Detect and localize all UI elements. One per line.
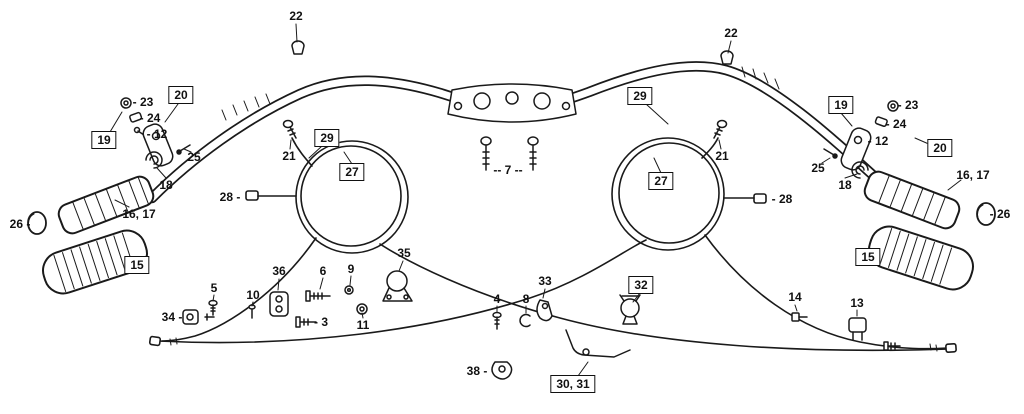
part-callout-24-4: - 24 [139,111,161,125]
part-callout-24-23: - 24 [885,117,907,131]
part-callout-32-45: 32 [628,276,654,294]
left-cable-end [148,335,162,347]
part-callout-5-31: 5 [210,281,218,295]
part-callout-6-35: 6 [319,264,327,278]
part-callout-20-3: 20 [168,86,194,104]
right-bar-bolt [720,50,734,65]
part-callout-26-10: 26 - [9,217,31,231]
bottom-hardware [182,270,901,380]
right-cable-nipple [753,193,767,204]
right-rubber-grip [868,225,974,291]
bracket-strap [565,329,631,358]
part-callout-15-11: 15 [124,256,150,274]
lever [536,299,553,322]
part-callout-30-31-44: 30, 31 [550,375,596,393]
left-bar-bolt [291,40,305,55]
leader-lines [109,23,962,377]
knurl-marks-right [741,66,780,90]
left-rubber-grip [42,229,148,295]
left-control-parts [120,40,305,169]
center-clamp [447,83,577,123]
part-callout-19-6: 19 [91,131,117,149]
part-callout-25-7: 25 [187,150,201,164]
part-callout-8-42: 8 [522,292,530,306]
part-callout-14-46: 14 [788,290,802,304]
part-callout-19-21: 19 [828,96,854,114]
cable-runs [148,137,957,354]
grommet [491,361,513,380]
part-callout-7-16: -- 7 -- [493,163,523,177]
part-callout-3-37: - 3 [313,315,329,329]
part-callout-23-2: - 23 [132,95,154,109]
left-cable-coil [295,140,409,254]
part-callout-18-27: 18 [838,178,852,192]
part-callout-20-25: 20 [927,139,953,157]
c-clip [519,313,531,328]
part-callout-23-22: - 23 [897,98,919,112]
part-callout-33-40: 33 [538,274,552,288]
part-callout-34-32: 34 - [161,310,183,324]
part-callout-36-33: 36 [272,264,286,278]
part-callout-27-14: 27 [339,163,365,181]
part-callout-11-38: 11 [356,318,370,332]
left-grip-sleeve [57,175,155,235]
part-callout-22-0: 22 [289,9,303,23]
clamp-screws [480,136,539,171]
part-callout-28-20: - 28 [771,192,793,206]
knurl-marks-left [221,93,271,121]
left-cable-nipple [245,190,259,201]
part-callout-12-24: - 12 [867,134,889,148]
part-callout-35-39: 35 [397,246,411,260]
part-callout-4-41: 4 [493,292,501,306]
part-callout-16-17-9: 16, 17 [122,207,156,221]
part-callout-29-13: 29 [314,129,340,147]
end-caps [27,202,996,235]
part-callout-9-36: 9 [347,262,355,276]
part-callout-13-47: 13 [850,296,864,310]
right-control-parts [713,50,899,179]
right-cable-coil [611,137,725,251]
part-callout-10-34: 10 [246,288,260,302]
part-callout-15-30: 15 [855,248,881,266]
part-callout-21-18: 21 [715,149,729,163]
part-callout-21-12: 21 [282,149,296,163]
part-callout-29-17: 29 [627,87,653,105]
cable-clamp [620,298,640,318]
right-cable-end [945,342,957,354]
part-callout-16-17-28: 16, 17 [956,168,990,182]
part-callout-12-5: - 12 [146,127,168,141]
right-spiral [851,161,869,179]
part-callout-22-1: 22 [724,26,738,40]
right-grip-sleeve [863,170,961,230]
left-spiral [145,151,163,169]
left-end-cap [27,211,47,235]
part-callout-27-19: 27 [648,172,674,190]
p-clamp [386,270,408,292]
part-callout-26-29: - 26 [989,207,1011,221]
part-callout-18-8: 18 [159,178,173,192]
right-end-cap [976,202,996,226]
part-callout-38-43: 38 - [466,364,488,378]
part-callout-28-15: 28 - [219,190,241,204]
part-callout-25-26: 25 [811,161,825,175]
